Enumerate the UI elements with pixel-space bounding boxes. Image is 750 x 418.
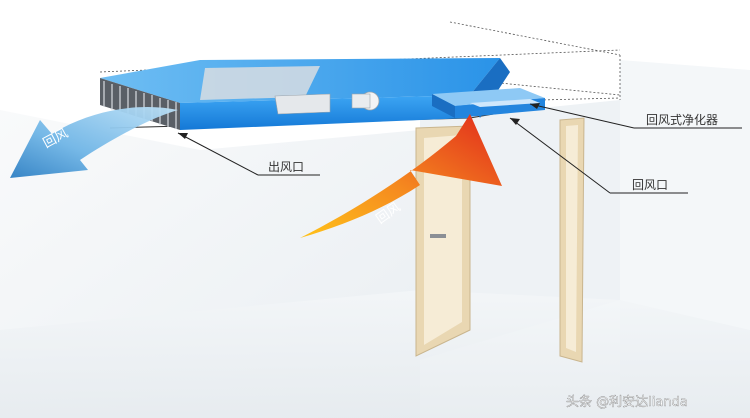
supply-outlet-leader [177,132,259,176]
leader-lines [177,103,742,194]
door-handle [430,234,446,238]
return-inlet-leader [509,117,611,194]
purifier-label: 回风式净化器 [646,113,718,127]
supply-outlet-leader-arrowhead [178,133,188,139]
supply-wind-arrow: 回风 [10,107,178,178]
return-inlet-label: 回风口 [632,178,668,192]
door-panel [424,135,462,345]
purifier-leader [529,103,635,129]
watermark-text: 头条 @利安达lianda [566,394,688,410]
watermark: 头条 @利安达lianda [566,394,688,410]
main-duct [100,58,510,130]
purifier-leader-arrowhead [530,103,540,109]
supply-outlet-label: 出风口 [268,160,304,174]
door [415,117,585,363]
purifier-unit [432,88,545,118]
return-inlet-leader-arrowhead [510,118,520,125]
duct-end-box [274,93,331,115]
